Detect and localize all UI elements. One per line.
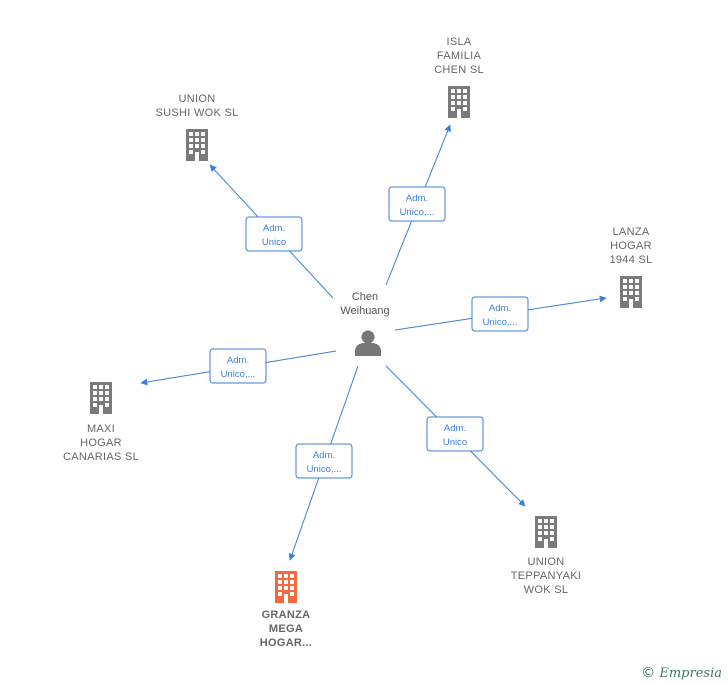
role-label-box[interactable]: Adm. Unico,... [295,443,353,479]
role-label-text: Adm. [263,223,285,234]
role-label-frame [295,443,353,479]
company-node-granza-mega-hogar[interactable]: GRANZA MEGA HOGAR... [260,571,313,649]
role-label-text: Adm. [313,450,335,461]
person-name: Weihuang [340,305,389,317]
edge-isla-familia-chen: Adm. Unico,... [385,124,451,286]
copyright-symbol: © [641,665,656,681]
role-label-text: Unico [262,237,286,248]
building-icon [90,382,112,414]
company-label: UNION [528,556,565,568]
role-label-frame [471,296,529,332]
role-label-text: Adm. [227,355,249,366]
company-label: HOGAR [610,240,652,252]
company-label: MEGA [269,623,303,635]
role-label-frame [426,416,484,452]
role-label-text: Adm. [444,423,466,434]
role-label-frame [245,216,303,252]
building-icon [535,516,557,548]
role-label-box[interactable]: Adm. Unico [245,216,303,252]
company-node-maxi-hogar-canarias[interactable]: MAXI HOGAR CANARIAS SL [63,382,139,463]
company-label: GRANZA [262,609,311,621]
edge-lanza-hogar-1944: Adm. Unico,... [394,295,607,332]
edge-union-teppanyaki-wok: Adm. Unico [385,365,526,507]
company-label: CHEN SL [434,64,484,76]
role-label-text: Adm. [489,303,511,314]
building-icon [275,571,297,603]
company-label: 1944 SL [609,254,652,266]
company-node-isla-familia-chen[interactable]: ISLA FAMILIA CHEN SL [434,36,484,118]
company-label: HOGAR... [260,637,313,649]
person-icon [355,330,381,356]
role-label-text: Adm. [406,193,428,204]
role-label-box[interactable]: Adm. Unico,... [388,186,446,222]
edge-granza-mega-hogar: Adm. Unico,... [288,365,359,561]
company-node-union-sushi-wok[interactable]: UNION SUSHI WOK SL [155,93,238,161]
role-label-text: Unico,... [483,317,518,328]
company-label: ISLA [446,36,471,48]
footer-brand: © Empresia [641,665,722,681]
building-icon [448,86,470,118]
role-label-text: Unico [443,437,467,448]
company-label: CANARIAS SL [63,451,139,463]
role-label-text: Unico,... [221,369,256,380]
company-label: FAMILIA [437,50,482,62]
company-node-union-teppanyaki-wok[interactable]: UNION TEPPANYAKI WOK SL [511,516,581,596]
company-label: LANZA [613,226,650,238]
company-node-lanza-hogar-1944[interactable]: LANZA HOGAR 1944 SL [609,226,652,308]
role-label-frame [388,186,446,222]
company-label: UNION [179,93,216,105]
role-label-text: Unico,... [307,464,342,475]
company-label: MAXI [87,423,115,435]
brand-name: Empresia [659,666,722,681]
company-label: WOK SL [524,584,569,596]
building-icon [186,129,208,161]
edges-layer: Adm.UnicoAdm.Unico,...Adm.Unico,...Adm.U… [140,124,607,561]
role-label-box[interactable]: Adm. Unico [426,416,484,452]
company-label: TEPPANYAKI [511,570,581,582]
building-icon [620,276,642,308]
person-name: Chen [352,291,378,303]
nodes-layer: UNION SUSHI WOK SL ISLA FAMILIA CHEN SL LANZA… [63,36,652,649]
edge-maxi-hogar-canarias: Adm. Unico,... [140,348,337,386]
role-label-text: Unico,... [400,207,435,218]
role-label-box[interactable]: Adm. Unico,... [471,296,529,332]
role-label-frame [209,348,267,384]
company-label: HOGAR [80,437,122,449]
role-label-box[interactable]: Adm. Unico,... [209,348,267,384]
edge-union-sushi-wok: Adm. Unico [209,164,334,299]
company-label: SUSHI WOK SL [155,107,238,119]
